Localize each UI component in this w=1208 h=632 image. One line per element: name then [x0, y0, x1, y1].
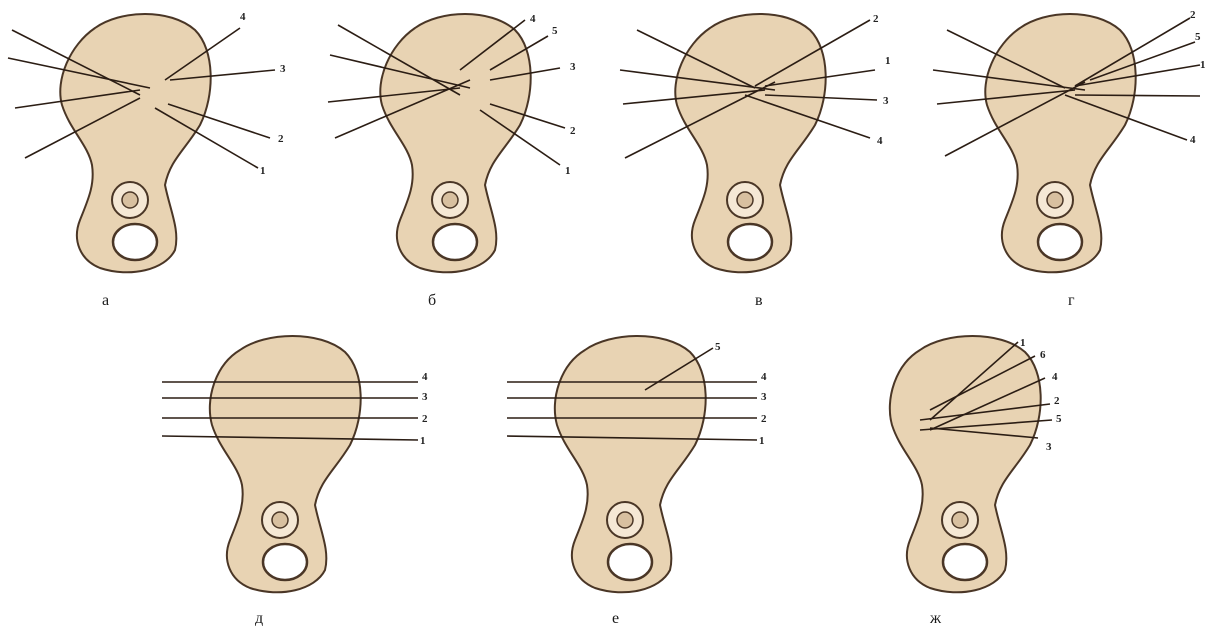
label-3: 3 [422, 391, 428, 403]
panel-v: 2 1 3 4 в [615, 0, 915, 320]
label-1: 1 [260, 165, 266, 177]
label-4: 4 [761, 371, 767, 383]
bone-shape [60, 14, 210, 272]
label-6: 6 [1040, 349, 1046, 361]
label-4: 4 [422, 371, 428, 383]
panel-zh: 1 6 4 2 5 3 ж [830, 320, 1130, 632]
label-2: 2 [761, 413, 767, 425]
panel-caption: б [428, 292, 436, 310]
label-4: 4 [1190, 134, 1196, 146]
label-3: 3 [883, 95, 889, 107]
pelvis-illustration: 4 3 2 1 [0, 0, 300, 290]
panel-d: 4 3 2 1 д [150, 320, 450, 632]
pelvis-illustration: 4 5 3 2 1 [320, 0, 620, 290]
panel-caption: д [255, 610, 263, 628]
panel-a: 4 3 2 1 а [0, 0, 300, 320]
label-5: 5 [715, 341, 721, 353]
panel-b: 4 5 3 2 1 б [320, 0, 620, 320]
label-4: 4 [530, 13, 536, 25]
label-5: 5 [1056, 413, 1062, 425]
panel-caption: е [612, 610, 619, 628]
label-4: 4 [1052, 371, 1058, 383]
pelvis-illustration: 4 3 2 1 [150, 320, 450, 600]
label-3: 3 [761, 391, 767, 403]
pelvis-illustration: 2 5 1 4 [925, 0, 1208, 290]
label-5: 5 [1195, 31, 1201, 43]
label-4: 4 [240, 11, 246, 23]
label-1: 1 [565, 165, 571, 177]
panel-e: 5 4 3 2 1 е [495, 320, 795, 632]
label-3: 3 [1046, 441, 1052, 453]
panel-caption: в [755, 292, 763, 310]
label-2: 2 [570, 125, 576, 137]
label-1: 1 [420, 435, 426, 447]
label-2: 2 [422, 413, 428, 425]
label-2: 2 [278, 133, 284, 145]
label-2: 2 [1054, 395, 1060, 407]
label-2: 2 [1190, 9, 1196, 21]
panel-g: 2 5 1 4 г [925, 0, 1208, 320]
label-1: 1 [885, 55, 891, 67]
pelvis-illustration: 2 1 3 4 [615, 0, 915, 290]
panel-caption: а [102, 292, 109, 310]
label-1: 1 [1200, 59, 1206, 71]
pelvis-illustration: 1 6 4 2 5 3 [830, 320, 1130, 600]
label-3: 3 [570, 61, 576, 73]
label-2: 2 [873, 13, 879, 25]
label-3: 3 [280, 63, 286, 75]
label-4: 4 [877, 135, 883, 147]
label-1: 1 [759, 435, 765, 447]
panel-caption: г [1068, 292, 1075, 310]
label-1: 1 [1020, 337, 1026, 349]
pelvis-illustration: 5 4 3 2 1 [495, 320, 795, 600]
panel-caption: ж [930, 610, 941, 628]
label-5: 5 [552, 25, 558, 37]
